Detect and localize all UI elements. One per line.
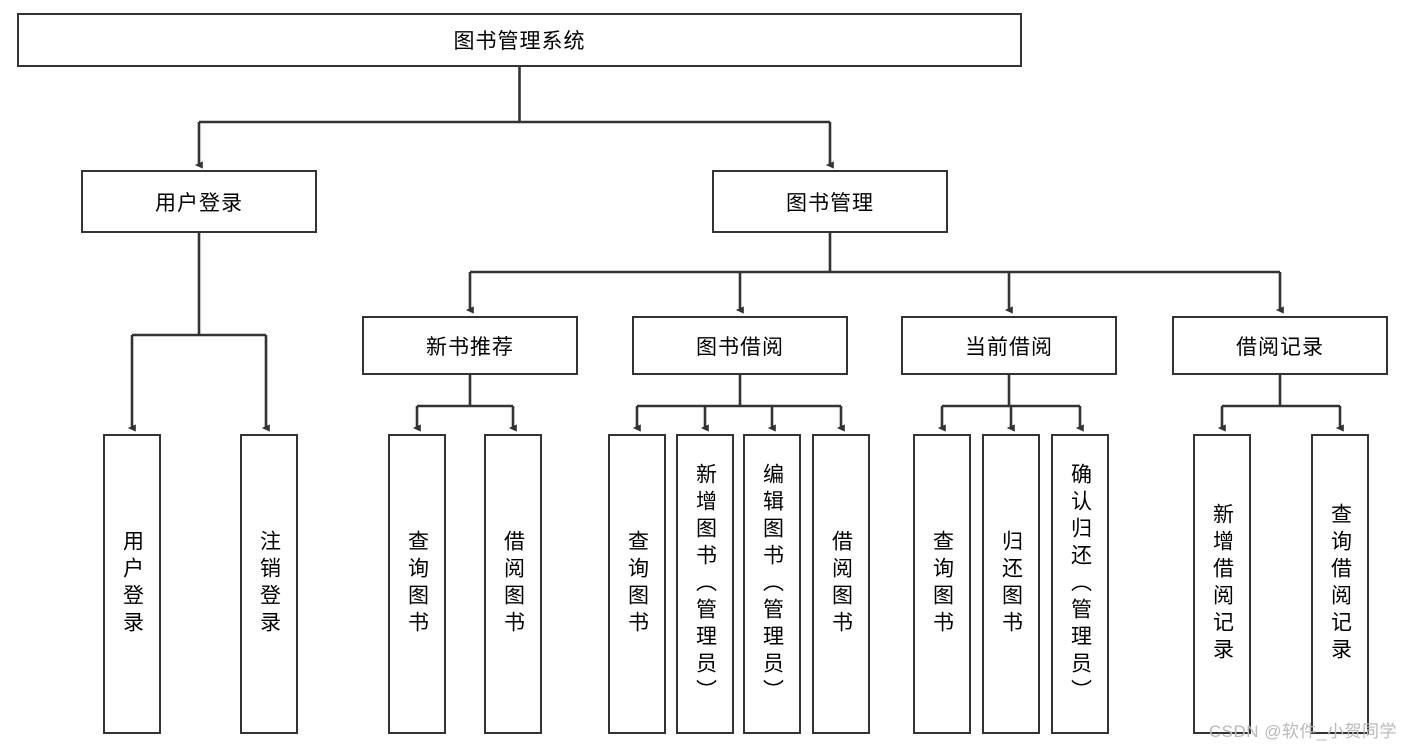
node-leaf-edit-book-label: 编辑图书（管理员） <box>760 462 784 706</box>
node-root-label: 图书管理系统 <box>453 30 586 53</box>
node-leaf-query-book-3-label: 查询图书 <box>930 530 954 638</box>
node-leaf-logout-login-label: 注销登录 <box>257 530 281 638</box>
node-leaf-user-login-label: 用户登录 <box>120 530 144 638</box>
node-borrow-record-label: 借阅记录 <box>1236 335 1324 359</box>
node-leaf-query-book-2-label: 查询图书 <box>625 530 649 638</box>
node-book-manage[interactable]: 图书管理 <box>712 170 948 233</box>
node-borrow-record[interactable]: 借阅记录 <box>1172 316 1388 375</box>
node-leaf-query-book-1-label: 查询图书 <box>405 530 429 638</box>
node-leaf-edit-book[interactable]: 编辑图书（管理员） <box>743 434 801 734</box>
node-leaf-query-book-1[interactable]: 查询图书 <box>388 434 446 734</box>
node-leaf-user-login[interactable]: 用户登录 <box>103 434 161 734</box>
node-leaf-return-book[interactable]: 归还图书 <box>982 434 1040 734</box>
node-user-login[interactable]: 用户登录 <box>81 170 317 233</box>
node-leaf-logout-login[interactable]: 注销登录 <box>240 434 298 734</box>
node-leaf-confirm-return[interactable]: 确认归还（管理员） <box>1051 434 1109 734</box>
node-leaf-borrow-book-1[interactable]: 借阅图书 <box>484 434 542 734</box>
node-book-manage-label: 图书管理 <box>786 191 874 215</box>
node-root[interactable]: 图书管理系统 <box>17 13 1022 67</box>
node-leaf-borrow-book-2-label: 借阅图书 <box>829 530 853 638</box>
node-leaf-confirm-return-label: 确认归还（管理员） <box>1068 462 1092 706</box>
node-leaf-borrow-book-1-label: 借阅图书 <box>501 530 525 638</box>
node-current-borrow-label: 当前借阅 <box>965 335 1053 359</box>
watermark-text: CSDN @软件_小贺同学 <box>1208 722 1397 741</box>
node-book-borrow-label: 图书借阅 <box>696 335 784 359</box>
node-leaf-query-record-label: 查询借阅记录 <box>1328 503 1352 665</box>
node-leaf-return-book-label: 归还图书 <box>999 530 1023 638</box>
node-leaf-add-record[interactable]: 新增借阅记录 <box>1193 434 1251 734</box>
node-leaf-query-book-2[interactable]: 查询图书 <box>608 434 666 734</box>
node-book-borrow[interactable]: 图书借阅 <box>632 316 848 375</box>
node-leaf-borrow-book-2[interactable]: 借阅图书 <box>812 434 870 734</box>
node-leaf-add-book[interactable]: 新增图书（管理员） <box>676 434 734 734</box>
node-leaf-query-record[interactable]: 查询借阅记录 <box>1311 434 1369 734</box>
node-user-login-label: 用户登录 <box>155 191 243 215</box>
node-new-book-rec[interactable]: 新书推荐 <box>362 316 578 375</box>
node-current-borrow[interactable]: 当前借阅 <box>901 316 1117 375</box>
node-new-book-rec-label: 新书推荐 <box>426 335 514 359</box>
node-leaf-query-book-3[interactable]: 查询图书 <box>913 434 971 734</box>
node-leaf-add-book-label: 新增图书（管理员） <box>693 462 717 706</box>
node-leaf-add-record-label: 新增借阅记录 <box>1210 503 1234 665</box>
